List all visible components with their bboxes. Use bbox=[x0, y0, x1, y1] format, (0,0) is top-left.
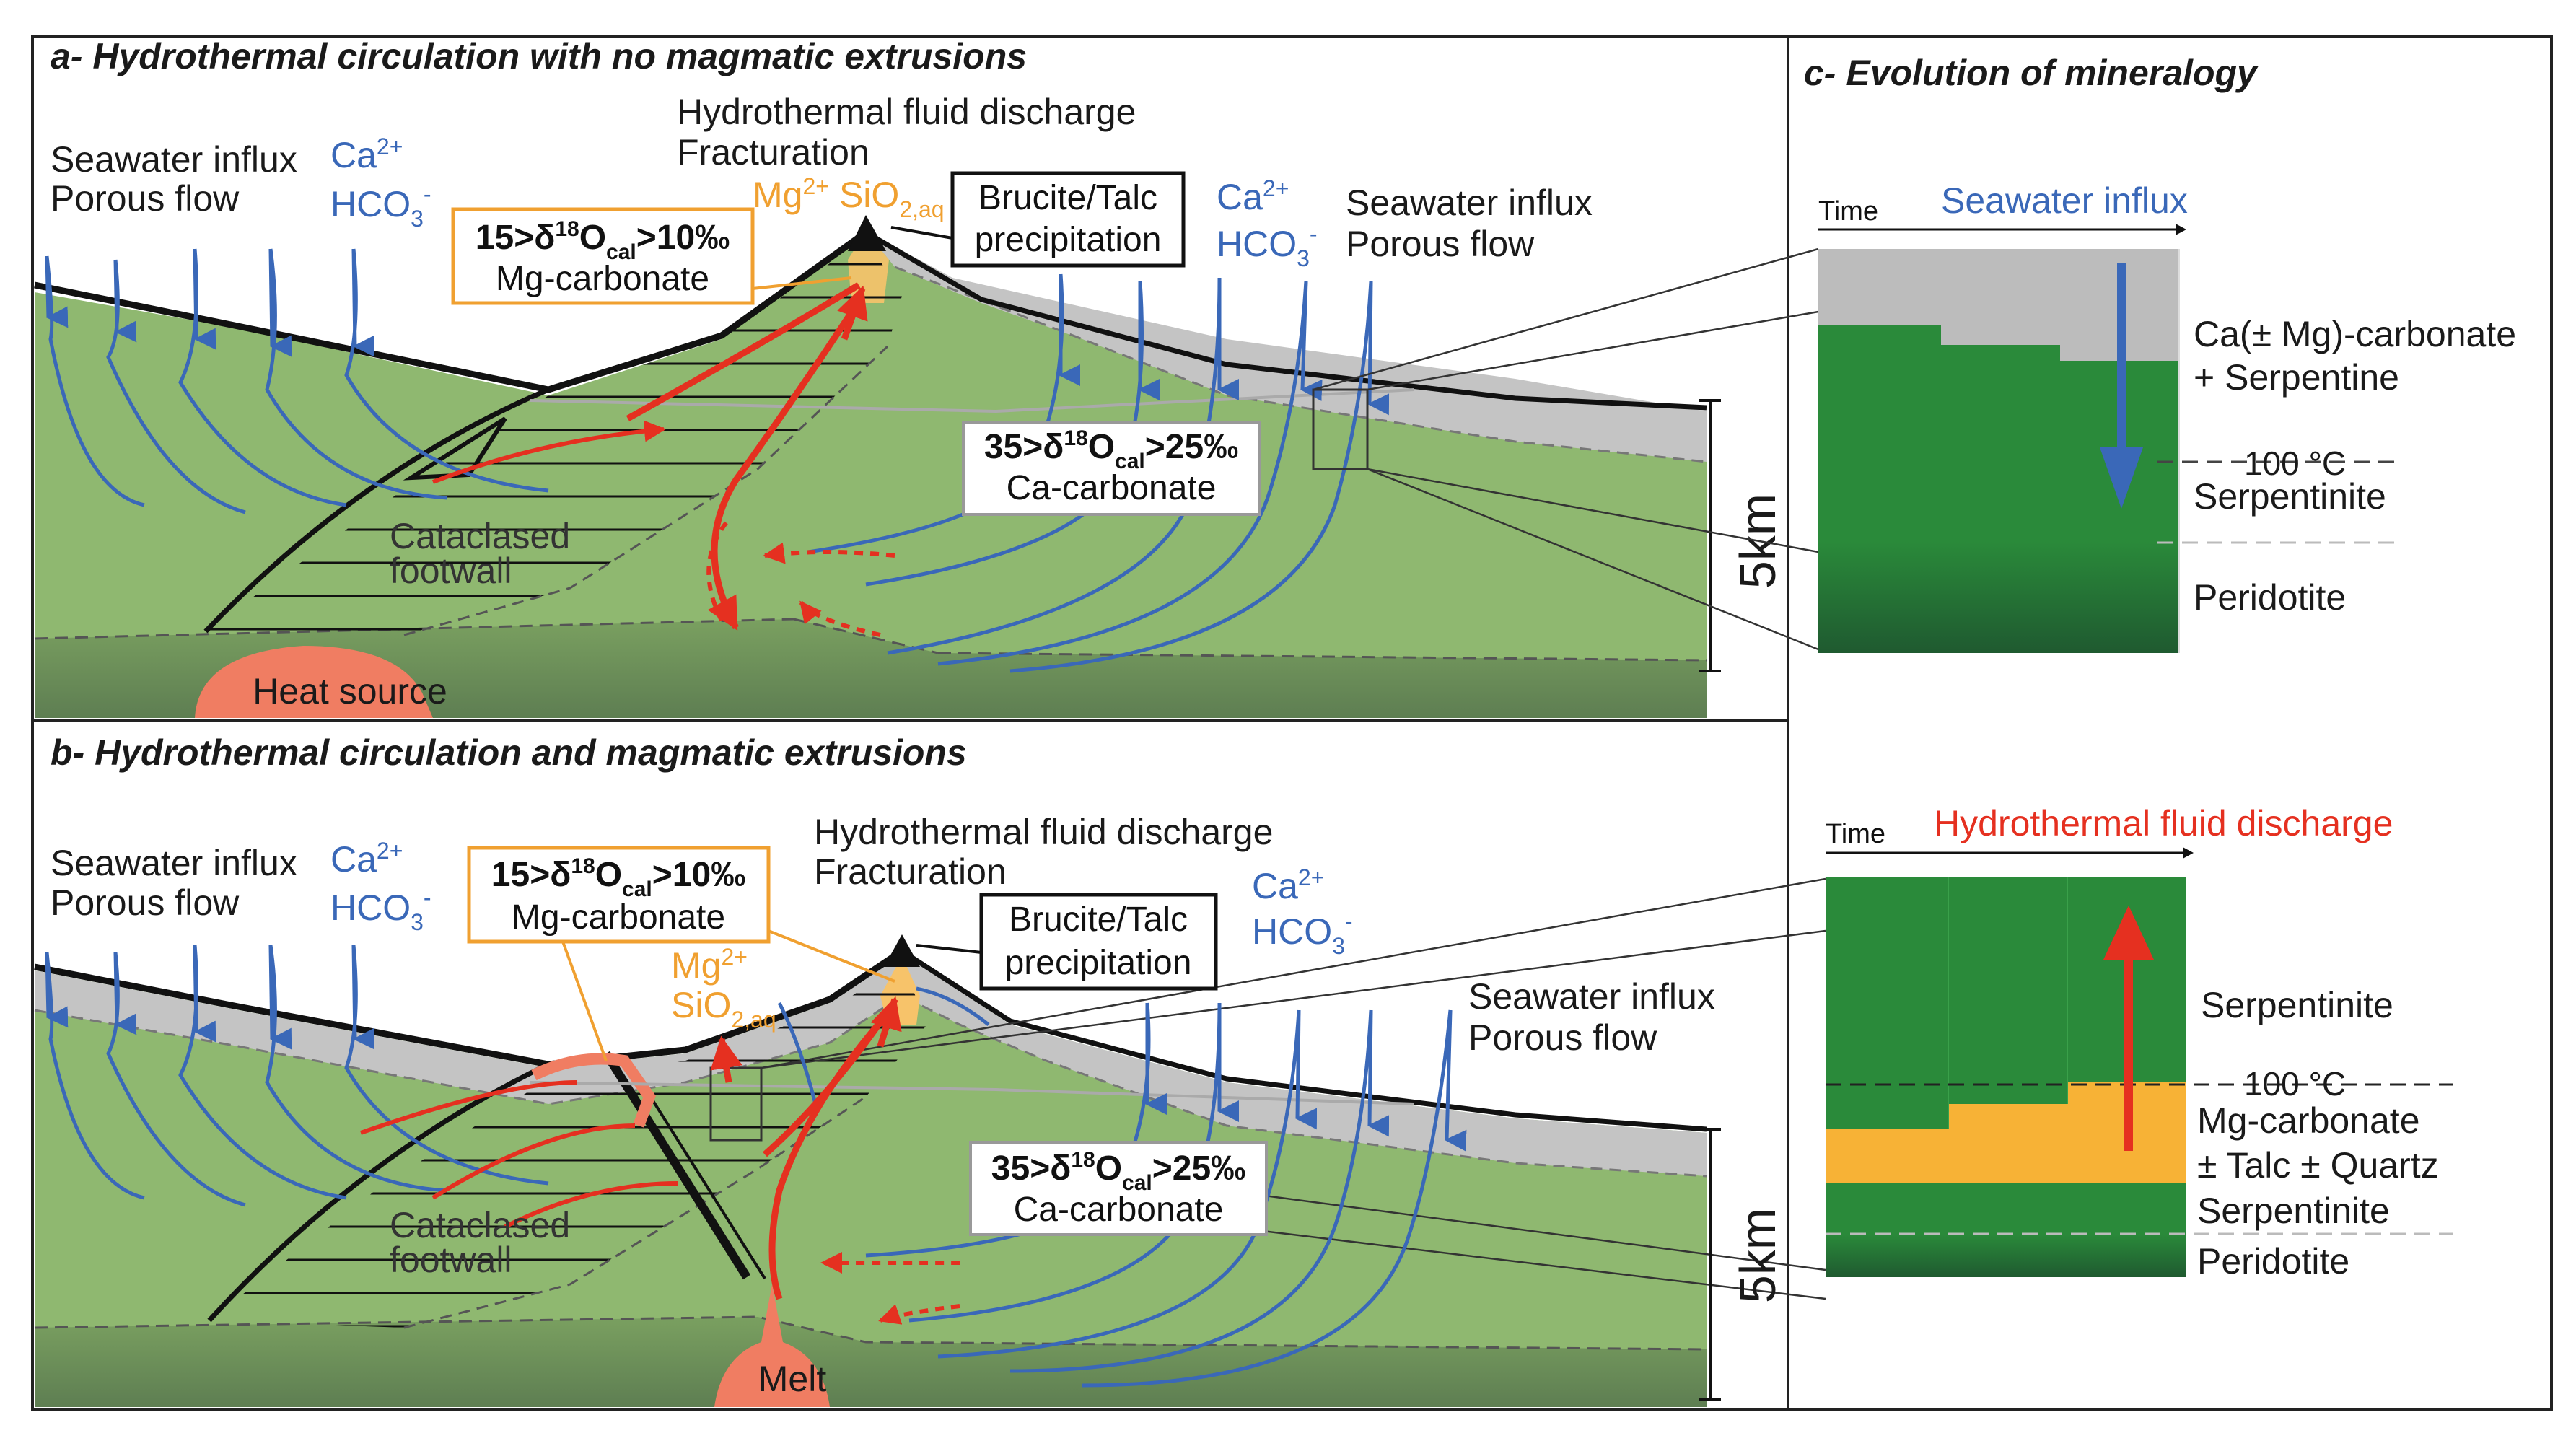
seawater-influx-header-c: Seawater influx bbox=[1941, 180, 2188, 221]
panel-c-bottom-column: Time Hydrothermal fluid discharge Serpen… bbox=[1826, 803, 2453, 1281]
ca-isotope-range-b: 35>δ18Ocal>25‰ bbox=[991, 1148, 1245, 1195]
ca-carbonate-box-a bbox=[962, 421, 1261, 516]
seawater-influx-right-b: Seawater influx bbox=[1468, 976, 1715, 1017]
scale-bar-a bbox=[1699, 399, 1721, 672]
porous-flow-left-a: Porous flow bbox=[51, 178, 240, 219]
mg-carbonate-label-b: Mg-carbonate bbox=[512, 898, 725, 937]
porous-flow-left-b: Porous flow bbox=[51, 882, 240, 923]
peak-a bbox=[848, 215, 886, 251]
ca-carbonate-label-a: Ca-carbonate bbox=[1007, 469, 1217, 507]
precipitation-label-a: precipitation bbox=[975, 221, 1162, 259]
gray-layer-b bbox=[35, 952, 1707, 1176]
ca-ion-left-a: Ca2+ bbox=[330, 133, 403, 175]
peridotite-label-bottom: Peridotite bbox=[2197, 1241, 2349, 1281]
isotherm-label-top: 100 °C bbox=[2244, 444, 2346, 482]
fluid-discharge-label-a: Hydrothermal fluid discharge bbox=[677, 92, 1136, 132]
serpentinite-label-bottom-lower: Serpentinite bbox=[2197, 1191, 2390, 1231]
time-label-bottom: Time bbox=[1826, 819, 1885, 849]
footwall-label-b: footwall bbox=[390, 1240, 512, 1280]
melt-sill-b bbox=[531, 1053, 656, 1128]
mg-ion-label-b: Mg2+ bbox=[671, 944, 748, 986]
hco3-right-a: HCO3- bbox=[1217, 221, 1318, 271]
ca-ion-right-b: Ca2+ bbox=[1252, 864, 1324, 906]
precipitation-label-b: precipitation bbox=[1005, 944, 1192, 982]
panel-a-title: a- Hydrothermal circulation with no magm… bbox=[51, 36, 1027, 76]
heat-source-blob bbox=[195, 646, 433, 718]
hco3-left-a: HCO3- bbox=[330, 181, 431, 232]
panel-a-geology bbox=[34, 215, 1707, 718]
footwall-label-a: footwall bbox=[390, 551, 512, 591]
brucite-talc-box-b bbox=[979, 893, 1218, 991]
time-label-top: Time bbox=[1818, 196, 1878, 227]
mg-sio2-label-a: Mg2+SiO2,aq bbox=[753, 173, 945, 222]
scale-bar-b bbox=[1699, 1128, 1721, 1401]
brucite-talc-box-a bbox=[950, 171, 1186, 268]
gray-layer-a bbox=[866, 231, 1707, 462]
panel-b-hydrothermal-flow bbox=[360, 996, 960, 1325]
plus-serpentine-label: + Serpentine bbox=[2194, 357, 2399, 398]
fluid-discharge-header-c: Hydrothermal fluid discharge bbox=[1934, 803, 2393, 844]
seawater-influx-left-b: Seawater influx bbox=[51, 843, 297, 883]
porous-flow-right-a: Porous flow bbox=[1346, 224, 1535, 264]
seawater-influx-left-a: Seawater influx bbox=[51, 139, 297, 180]
panel-b-geology bbox=[34, 877, 1826, 1407]
brucite-talc-label-b: Brucite/Talc bbox=[1009, 901, 1188, 939]
ca-ion-right-a: Ca2+ bbox=[1217, 175, 1289, 217]
hco3-left-b: HCO3- bbox=[330, 885, 431, 935]
seawater-influx-right-a: Seawater influx bbox=[1346, 183, 1593, 223]
mg-carbonate-label-c: Mg-carbonate bbox=[2197, 1100, 2420, 1141]
ca-ion-left-b: Ca2+ bbox=[330, 838, 403, 880]
ca-carbonate-label-b: Ca-carbonate bbox=[1014, 1191, 1224, 1229]
fluid-discharge-label-b: Hydrothermal fluid discharge bbox=[814, 812, 1273, 852]
panel-a-seawater-arrowheads bbox=[45, 248, 1390, 416]
hco3-right-b: HCO3- bbox=[1252, 908, 1353, 959]
panel-c-title: c- Evolution of mineralogy bbox=[1804, 53, 2259, 93]
peridotite-b bbox=[35, 1317, 1707, 1407]
zoom-box-a bbox=[1312, 388, 1369, 470]
mg-isotope-range-a: 15>δ18Ocal>10‰ bbox=[476, 217, 730, 264]
panel-b-title: b- Hydrothermal circulation and magmatic… bbox=[51, 732, 967, 773]
mg-carbonate-box-a bbox=[451, 207, 755, 305]
mg-carbonate-label-a: Mg-carbonate bbox=[496, 260, 709, 298]
ca-carbonate-box-b bbox=[969, 1141, 1268, 1236]
peridotite-label-top: Peridotite bbox=[2194, 577, 2346, 618]
scale-label-b: 5km bbox=[1730, 1208, 1786, 1303]
mg-isotope-range-b: 15>δ18Ocal>10‰ bbox=[491, 854, 745, 901]
cataclased-label-a: Cataclased bbox=[390, 516, 570, 556]
ca-mg-carbonate-label: Ca(± Mg)-carbonate bbox=[2194, 314, 2516, 354]
peridotite-a bbox=[35, 619, 1707, 718]
melt-label: Melt bbox=[758, 1359, 827, 1399]
mg-carbonate-box-b bbox=[467, 846, 771, 944]
isotherm-label-bottom: 100 °C bbox=[2244, 1065, 2346, 1103]
fracturation-label-b: Fracturation bbox=[814, 851, 1007, 892]
melt-blob bbox=[714, 1284, 830, 1407]
ca-isotope-range-a: 35>δ18Ocal>25‰ bbox=[984, 426, 1238, 473]
dike-b bbox=[602, 1051, 751, 1280]
sio2-label-b: SiO2,aq bbox=[671, 985, 776, 1033]
panel-b-seawater-arrowheads bbox=[45, 945, 1467, 1152]
porous-flow-right-b: Porous flow bbox=[1468, 1017, 1657, 1058]
heat-source-label: Heat source bbox=[253, 671, 447, 711]
panel-c-top-column: Time Seawater influx Ca(± Mg)-carbonate … bbox=[1818, 180, 2516, 653]
serpentinite-label-bottom-upper: Serpentinite bbox=[2201, 985, 2393, 1025]
brucite-talc-label-a: Brucite/Talc bbox=[978, 179, 1157, 217]
serpentinite-label-top: Serpentinite bbox=[2194, 476, 2386, 517]
fracturation-label-a: Fracturation bbox=[677, 132, 869, 172]
talc-quartz-label: ± Talc ± Quartz bbox=[2197, 1145, 2439, 1186]
panel-a-hydrothermal-flow bbox=[431, 282, 895, 637]
cataclased-label-b: Cataclased bbox=[390, 1205, 570, 1245]
cataclased-footwall-b bbox=[209, 963, 927, 1328]
cataclased-footwall-a bbox=[206, 238, 902, 635]
